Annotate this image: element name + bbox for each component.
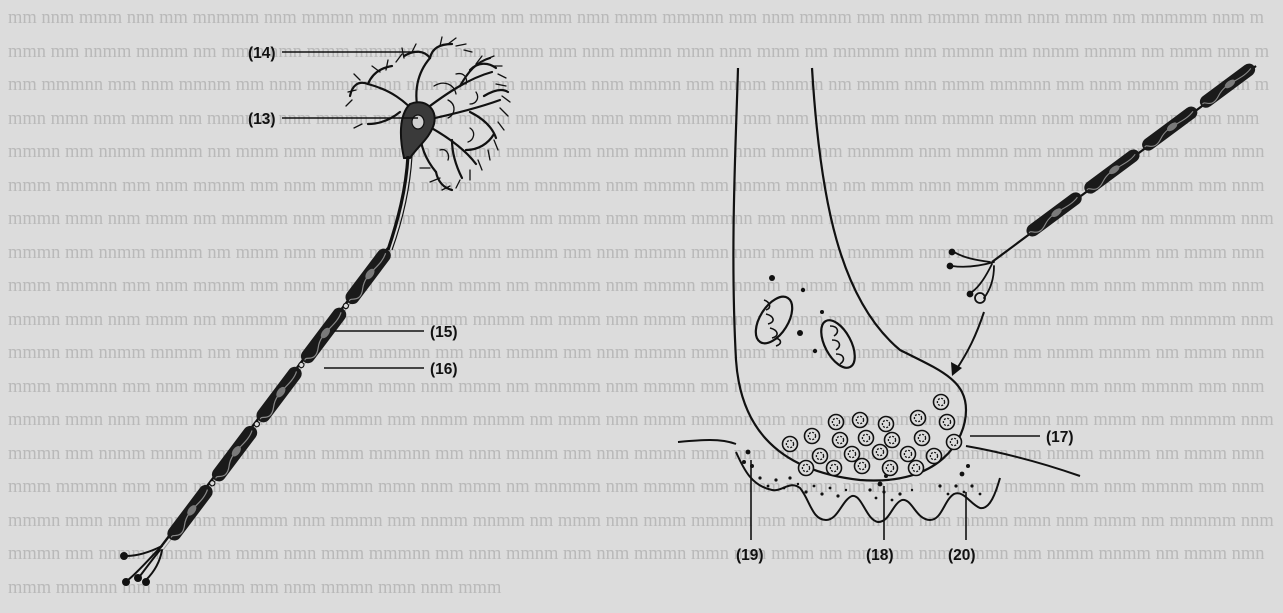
mitochondrion	[748, 291, 799, 350]
presynaptic-membrane	[733, 68, 966, 481]
label-19: (19)	[736, 547, 764, 564]
cell-body	[401, 102, 435, 158]
nucleus	[412, 115, 424, 129]
label-15: (15)	[430, 324, 458, 341]
axon	[160, 246, 394, 550]
arrow	[956, 312, 984, 370]
label-17: (17)	[1046, 429, 1074, 446]
leader-lines	[282, 52, 1040, 540]
axon-terminal-small	[948, 61, 1258, 376]
label-14: (14)	[248, 45, 276, 62]
synaptic-vesicles	[783, 395, 962, 476]
label-13: (13)	[248, 111, 276, 128]
label-16: (16)	[430, 361, 458, 378]
neuron	[121, 37, 510, 585]
synaptic-terminal	[733, 68, 966, 481]
axon-terminals	[121, 546, 162, 585]
label-20: (20)	[948, 547, 976, 564]
mitochondrion	[814, 315, 861, 373]
myelin-sheath	[165, 246, 394, 544]
label-18: (18)	[866, 547, 894, 564]
